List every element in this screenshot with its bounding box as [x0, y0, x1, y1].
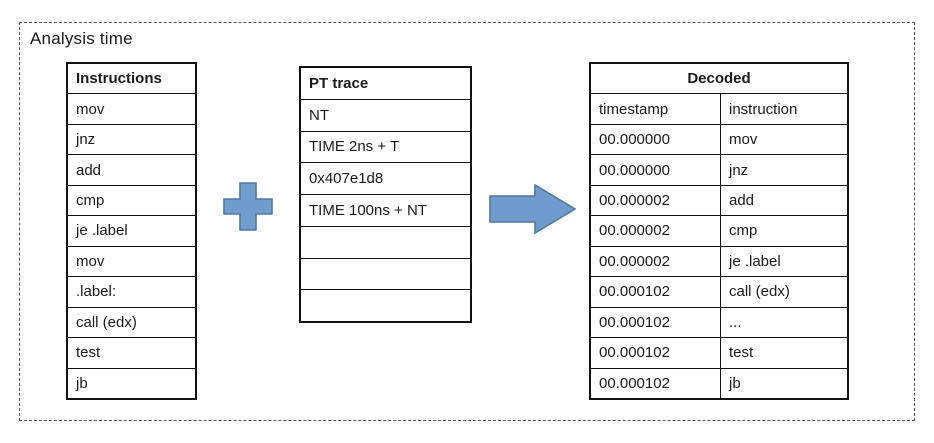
- pt-packet-cell: TIME 100ns + NT: [309, 201, 427, 219]
- right-arrow-icon: [489, 183, 577, 239]
- plus-icon: [223, 182, 273, 236]
- table-row: mov: [68, 93, 195, 123]
- instructions-table: Instructions mov jnz add cmp je .label m…: [66, 62, 197, 400]
- pt-packet-cell: [301, 227, 309, 258]
- decoded-table-header: Decoded: [591, 64, 847, 93]
- instruction-cell: jnz: [720, 155, 847, 185]
- pt-trace-table-header: PT trace: [301, 68, 470, 99]
- table-row: 00.000102 jb: [591, 367, 847, 398]
- table-row: je .label: [68, 215, 195, 245]
- diagram-title: Analysis time: [30, 29, 133, 48]
- table-row: 00.000102 ...: [591, 306, 847, 338]
- table-row: [301, 257, 470, 290]
- instruction-cell: je .label: [76, 222, 128, 240]
- timestamp-cell: 00.000102: [599, 344, 670, 362]
- table-row: 00.000002 je .label: [591, 245, 847, 277]
- decoded-table: Decoded timestamp instruction 00.000000 …: [589, 62, 849, 400]
- instruction-cell: add: [76, 161, 102, 179]
- plus-icon-path: [223, 182, 273, 231]
- pt-trace-header-label: PT trace: [309, 74, 369, 92]
- timestamp-cell: 00.000102: [599, 283, 670, 301]
- table-row: cmp: [68, 184, 195, 215]
- timestamp-column-header: timestamp: [599, 100, 669, 118]
- table-row: TIME 100ns + NT: [301, 194, 470, 226]
- table-row: add: [68, 154, 195, 184]
- table-row: 00.000102 call (edx): [591, 276, 847, 307]
- pt-trace-table: PT trace NT TIME 2ns + T 0x407e1d8 TIME …: [299, 66, 472, 323]
- timestamp-cell: 00.000002: [599, 222, 670, 240]
- instruction-column-header: instruction: [720, 94, 847, 124]
- pt-packet-cell: [301, 259, 309, 290]
- instruction-cell: .label:: [76, 283, 117, 301]
- instruction-cell: jnz: [76, 131, 96, 149]
- table-row: call (edx): [68, 306, 195, 337]
- table-row: 00.000102 test: [591, 337, 847, 368]
- table-row: NT: [301, 98, 470, 131]
- table-row: 00.000002 cmp: [591, 215, 847, 246]
- instruction-cell: mov: [720, 124, 847, 155]
- table-row: jb: [68, 367, 195, 398]
- table-row: 00.000000 mov: [591, 123, 847, 155]
- instruction-cell: mov: [76, 252, 105, 270]
- decoded-header-label: Decoded: [687, 70, 751, 88]
- table-row: 00.000002 add: [591, 184, 847, 216]
- instruction-cell: je .label: [720, 246, 847, 277]
- timestamp-cell: 00.000002: [599, 192, 670, 210]
- right-arrow-icon-path: [489, 183, 577, 235]
- pt-packet-cell: 0x407e1d8: [309, 170, 384, 188]
- timestamp-cell: 00.000102: [599, 313, 670, 331]
- instruction-cell: call (edx): [76, 313, 137, 331]
- instruction-cell: jb: [720, 368, 847, 398]
- timestamp-cell: 00.000102: [599, 374, 670, 392]
- instructions-table-header: Instructions: [68, 64, 195, 93]
- instructions-header-label: Instructions: [76, 70, 162, 88]
- instruction-cell: ...: [720, 307, 847, 338]
- table-row: [301, 289, 470, 321]
- decoded-column-header-row: timestamp instruction: [591, 93, 847, 124]
- instruction-cell: jb: [76, 374, 88, 392]
- instruction-cell: cmp: [76, 192, 105, 210]
- table-row: [301, 225, 470, 258]
- table-row: 00.000000 jnz: [591, 154, 847, 185]
- table-row: mov: [68, 245, 195, 276]
- timestamp-cell: 00.000002: [599, 252, 670, 270]
- instruction-cell: test: [76, 344, 101, 362]
- instruction-cell: add: [720, 185, 847, 216]
- table-row: test: [68, 337, 195, 367]
- table-row: 0x407e1d8: [301, 162, 470, 194]
- table-row: TIME 2ns + T: [301, 130, 470, 163]
- timestamp-cell: 00.000000: [599, 131, 670, 149]
- pt-packet-cell: TIME 2ns + T: [309, 138, 400, 156]
- instruction-cell: cmp: [720, 216, 847, 246]
- instruction-cell: call (edx): [720, 277, 847, 307]
- timestamp-cell: 00.000000: [599, 161, 670, 179]
- table-row: jnz: [68, 123, 195, 154]
- instruction-cell: mov: [76, 100, 105, 118]
- instruction-cell: test: [720, 338, 847, 368]
- pt-packet-cell: NT: [309, 106, 329, 124]
- table-row: .label:: [68, 276, 195, 306]
- pt-packet-cell: [301, 290, 309, 321]
